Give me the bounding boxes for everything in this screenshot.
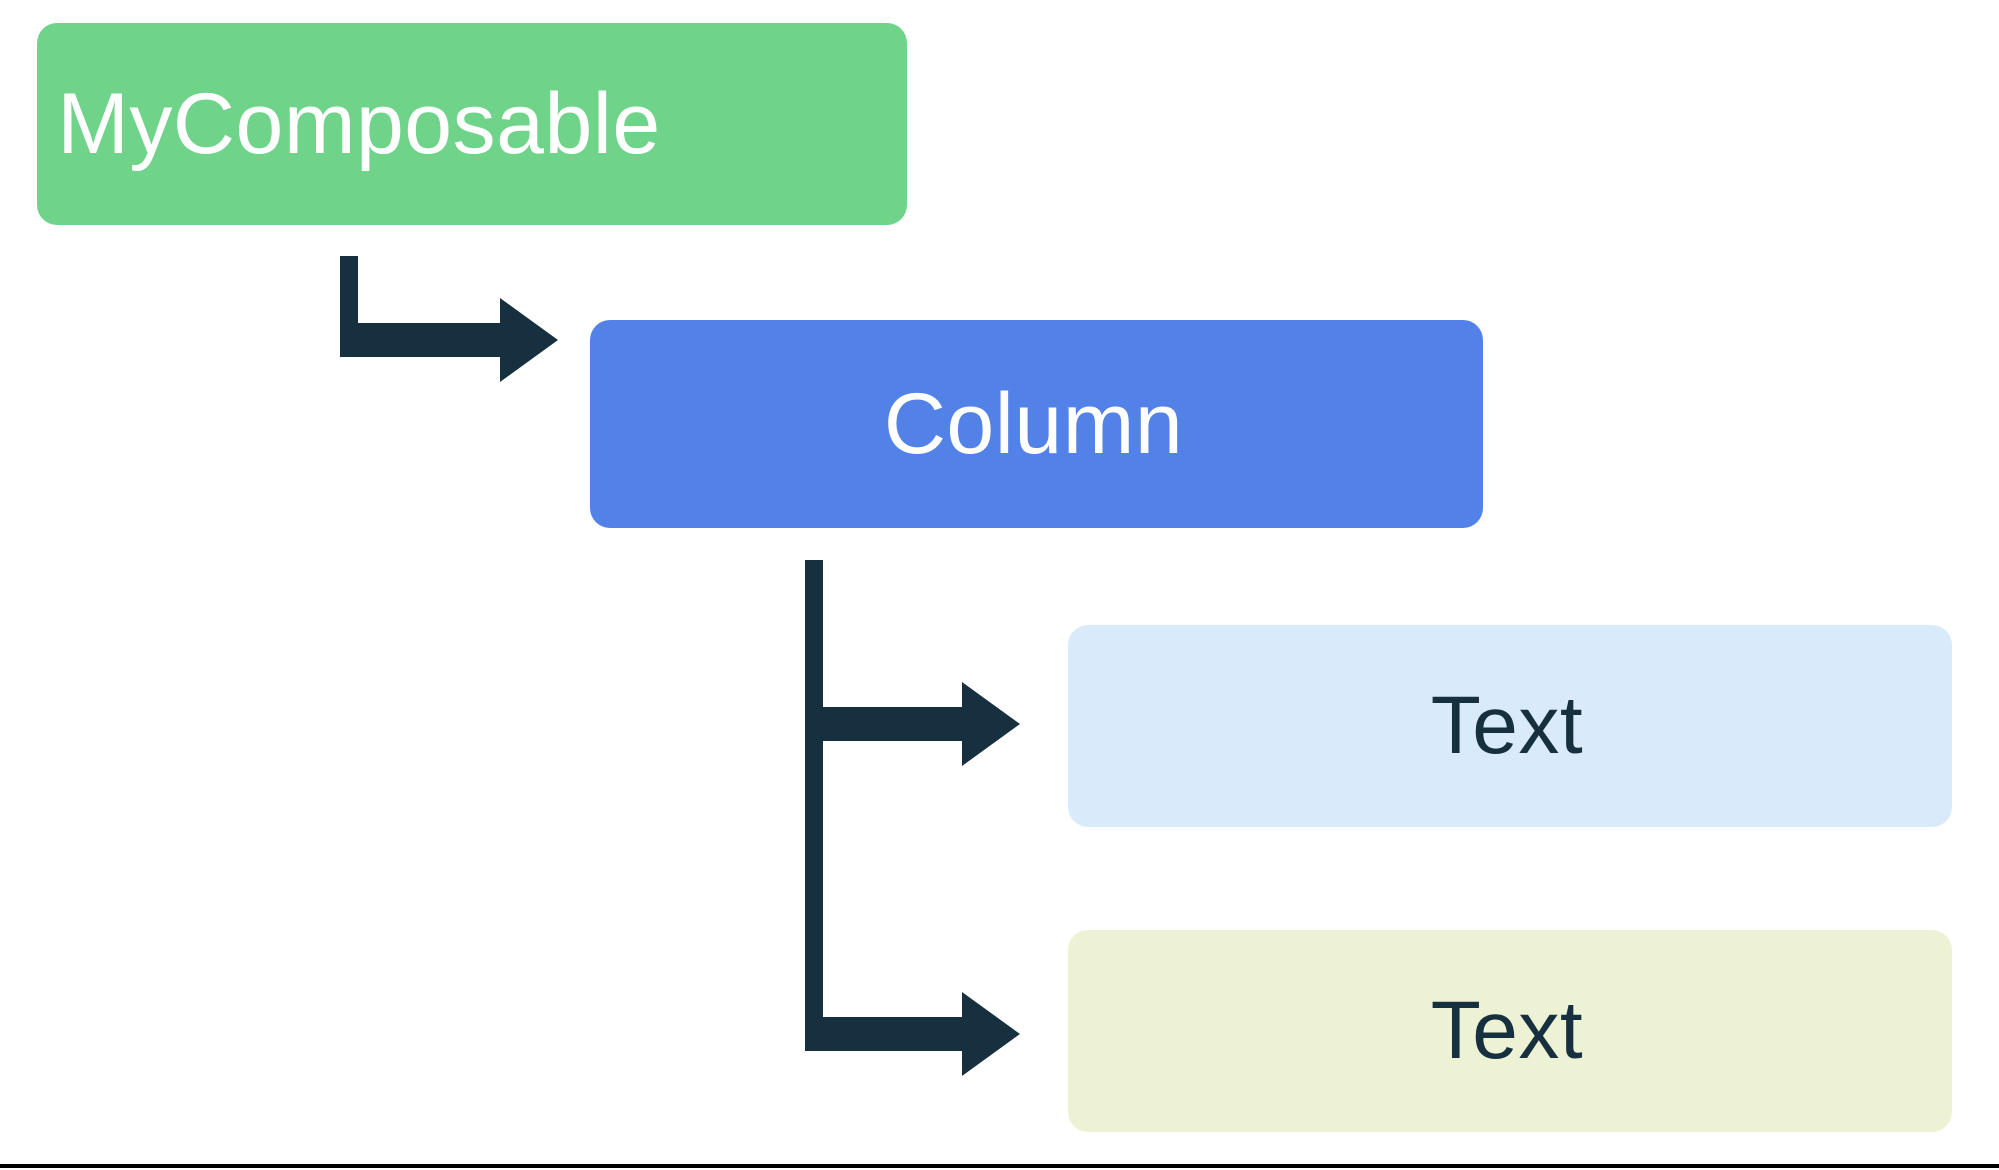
- node-text-1-label: Text: [1430, 680, 1584, 771]
- node-text-1[interactable]: Text: [1068, 625, 1952, 827]
- node-text-2-label: Text: [1430, 985, 1584, 1076]
- node-my-composable-label: MyComposable: [57, 76, 661, 172]
- edge-column-to-text-1: [805, 560, 1020, 766]
- edge-root-to-column: [340, 256, 558, 382]
- bottom-divider: [0, 1164, 1999, 1168]
- node-my-composable[interactable]: MyComposable: [37, 23, 907, 225]
- node-column-label: Column: [883, 376, 1184, 472]
- node-text-2[interactable]: Text: [1068, 930, 1952, 1132]
- edge-column-to-text-2: [805, 741, 1020, 1076]
- node-column[interactable]: Column: [590, 320, 1483, 528]
